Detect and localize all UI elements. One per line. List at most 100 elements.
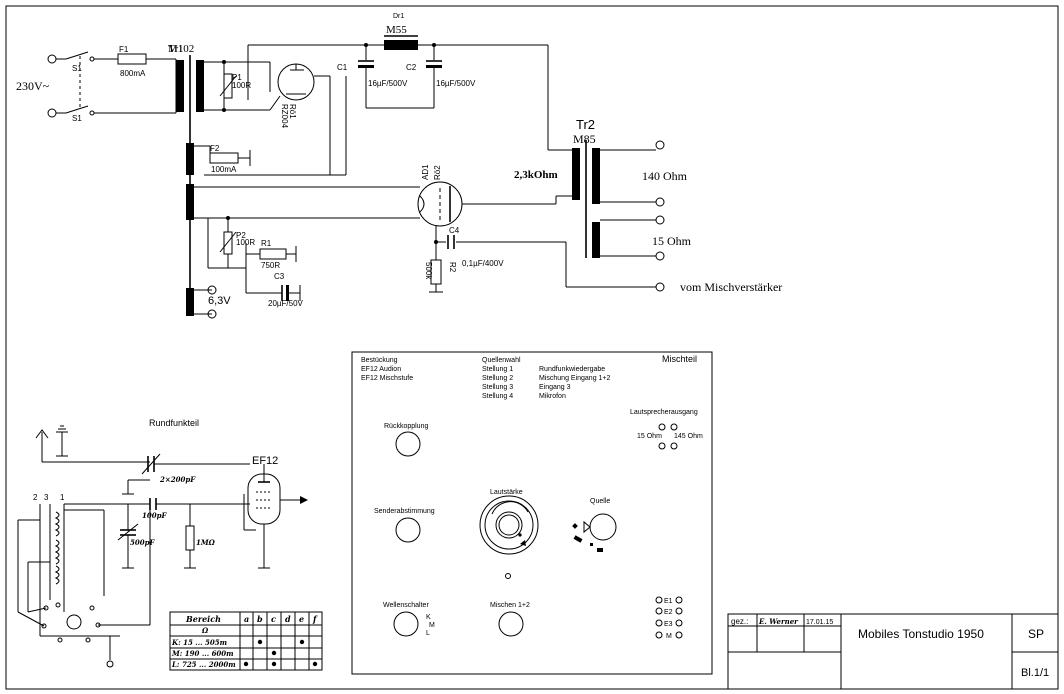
transformer-tr2-primary <box>572 148 580 200</box>
input-e3-jack-b[interactable] <box>675 619 683 627</box>
fuse-f2-name: F2 <box>210 144 220 153</box>
band-table-dot <box>299 639 305 645</box>
panel-title: Mischteil <box>662 354 697 364</box>
senderabstimmung-knob[interactable] <box>395 517 421 543</box>
mischen-knob[interactable] <box>498 611 524 637</box>
pot-p1-value: 100R <box>232 81 251 90</box>
band-table-dots <box>243 639 318 667</box>
fuse-f1-rating: 800mA <box>120 69 146 78</box>
tube-ad1-name: AD1 <box>421 164 430 180</box>
transformer-tr1-sec3 <box>186 184 194 220</box>
wellen-pos-m: M <box>429 622 435 629</box>
wellenschalter-label: Wellenschalter <box>383 602 429 609</box>
band-table-subheader: Ω <box>201 626 209 635</box>
input-e1-jack-b[interactable] <box>675 596 683 604</box>
speaker-jack-145-b[interactable] <box>670 442 678 450</box>
radio-res-1m-label: 1MΩ <box>196 538 216 547</box>
transformer-tr2-sec-15 <box>592 222 600 258</box>
lautstaerke-knob[interactable] <box>479 495 539 555</box>
speaker-jack-145-a[interactable] <box>670 423 678 431</box>
speaker-jack-15-a[interactable] <box>658 423 666 431</box>
title-block-gez: gez.: <box>731 617 748 626</box>
input-m-jack-a[interactable] <box>655 631 663 639</box>
rueckkopplung-knob[interactable] <box>395 431 421 457</box>
pot-p1-name: P1 <box>232 73 242 82</box>
tr1-model: M102 <box>168 43 194 55</box>
band-table-header-bereich: Bereich <box>185 614 221 624</box>
wellen-pos-k: K <box>426 614 431 621</box>
cap-c1 <box>358 65 374 68</box>
input-e2-jack-b[interactable] <box>675 607 683 615</box>
quellenwahl-title: Quellenwahl <box>482 357 521 364</box>
band-row-m: M: 190 ... 600m <box>171 649 234 658</box>
rueckkopplung-label: Rückkopplung <box>384 423 428 430</box>
mixer-panel-frame <box>351 351 713 675</box>
mischen-label: Mischen 1+2 <box>490 602 530 609</box>
input-e3-jack-a[interactable] <box>655 619 663 627</box>
speaker-jack-15-b[interactable] <box>658 442 666 450</box>
position-3: Stellung 3 <box>482 384 513 391</box>
rectifier-type: RZ004 <box>280 104 289 129</box>
transformer-tr1-sec4 <box>186 288 194 316</box>
cap-c4-value: 0,1µF/400V <box>462 259 504 268</box>
transformer-tr1-sec2 <box>186 143 194 175</box>
title-block: gez.: E. Werner 17.01.15 Mobiles Tonstud… <box>727 613 1059 690</box>
coil-1 <box>54 511 60 537</box>
input-m-jack-b[interactable] <box>675 631 683 639</box>
coil-num-2: 2 <box>33 493 38 502</box>
main-circuit: 230V~ S1 S1 F1 800mA Tr1 M102 P1 100R <box>16 13 782 319</box>
input-e3-label: E3 <box>664 621 673 628</box>
heater-terminal-2 <box>207 309 217 319</box>
cap-c3 <box>286 285 289 301</box>
cap-c3-name: C3 <box>274 272 285 281</box>
input-label: vom Mischverstärker <box>680 280 782 294</box>
speaker-15-label: 15 Ohm <box>637 433 662 440</box>
cap-c2-value: 16µF/500V <box>436 79 476 88</box>
band-table-dot <box>243 661 249 667</box>
band-table-header-d: d <box>285 614 291 624</box>
switch-label-top: S1 <box>72 64 82 73</box>
band-table-dot <box>257 639 263 645</box>
position-4: Stellung 4 <box>482 393 513 400</box>
cap-c2 <box>426 65 442 68</box>
res-r1-name: R1 <box>261 239 272 248</box>
antenna-icon <box>35 429 49 439</box>
band-row-l: L: 725 ... 2000m <box>171 660 236 669</box>
quelle-pos-mark-4 <box>597 548 603 552</box>
fuse-f2 <box>209 152 239 164</box>
quelle-label: Quelle <box>590 498 610 505</box>
quelle-knob[interactable] <box>583 513 617 541</box>
input-e2-label: E2 <box>664 609 673 616</box>
band-table-header-c: c <box>271 614 276 624</box>
title-block-code: SP <box>1028 627 1044 641</box>
bestueckung-line-2: EF12 Mischstufe <box>361 375 413 382</box>
lautstaerke-label: Lautstärke <box>490 489 523 496</box>
tube-ad1-ref: Rö2 <box>433 165 442 180</box>
coil-num-1: 1 <box>60 493 65 502</box>
mains-label: 230V~ <box>16 79 50 93</box>
tr2-model: M85 <box>573 132 596 146</box>
input-e1-jack-a[interactable] <box>655 596 663 604</box>
title-block-title: Mobiles Tonstudio 1950 <box>858 627 984 641</box>
band-table-header-b: b <box>257 614 263 624</box>
speaker-145-label: 145 Ohm <box>674 433 703 440</box>
switch-label-bottom: S1 <box>72 114 82 123</box>
res-r2-value: 500k <box>424 262 433 280</box>
res-r1 <box>259 248 287 260</box>
mains-terminal-bottom <box>47 108 57 118</box>
coil-3 <box>54 565 60 585</box>
wellenschalter-knob[interactable] <box>393 611 419 637</box>
quelle-pos-mark-2 <box>573 535 583 543</box>
radio-title: Rundfunkteil <box>149 418 199 428</box>
out-terminal-15-a <box>655 215 665 225</box>
pot-p1 <box>223 73 233 99</box>
title-block-sheet: Bl.1/1 <box>1021 667 1049 679</box>
wellen-pos-l: L <box>426 630 430 637</box>
choke-model: M55 <box>386 24 407 36</box>
res-r2-name: R2 <box>448 262 457 273</box>
bestueckung-title: Bestückung <box>361 357 398 364</box>
bestueckung-line-1: EF12 Audion <box>361 366 401 373</box>
fuse-f2-rating: 100mA <box>211 165 237 174</box>
input-e2-jack-a[interactable] <box>655 607 663 615</box>
